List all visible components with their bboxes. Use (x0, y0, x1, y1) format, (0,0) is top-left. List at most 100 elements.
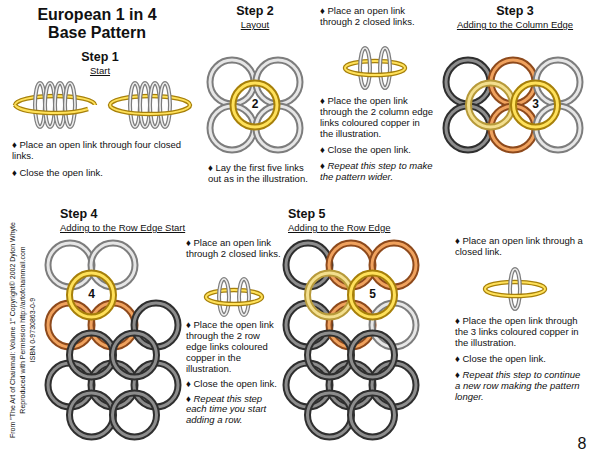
callout-number: 2 (243, 98, 267, 112)
dark-ring (351, 393, 395, 437)
step-subtitle: Adding to the Column Edge (440, 20, 590, 31)
copper-ring (329, 243, 373, 287)
instruction-text: ♦ Place the open link through the 2 row … (186, 320, 282, 375)
silver-link (65, 83, 75, 127)
instruction-text: ♦ Close the open link. (320, 145, 435, 156)
copper-ring (329, 303, 373, 347)
step5-figure (286, 243, 416, 437)
dark-ring (134, 303, 178, 347)
gold-link-front (15, 105, 88, 113)
gold-link-front (485, 289, 545, 296)
dark-ring (308, 393, 352, 437)
gold-link-back (206, 290, 262, 297)
gold-link-back (485, 282, 545, 289)
silver-link (160, 83, 170, 127)
silver-link (160, 83, 170, 127)
gold-link-front (345, 68, 405, 75)
pale-gold-ring (308, 273, 352, 317)
silver-link (380, 48, 390, 88)
gold-link-front (345, 68, 405, 75)
step2-figure (210, 60, 300, 150)
step-heading: Step 2 (205, 4, 305, 18)
copyright-note: From "The Art of Chainmail: Volume 1" Co… (9, 205, 17, 455)
dark-ring (372, 363, 416, 407)
step-heading: Step 3 (440, 4, 590, 18)
dark-ring (329, 363, 373, 407)
callout-number: 4 (80, 288, 104, 302)
pattern-title: European 1 in 4 Base Pattern (22, 6, 172, 43)
instruction-text: ♦ Close the open link. (12, 168, 192, 179)
dark-ring (286, 243, 330, 287)
copper-ring (372, 243, 416, 287)
silver-link (219, 279, 229, 315)
instruction-text: ♦ Place the open link through the 3 link… (455, 316, 583, 349)
silver-ring (48, 243, 92, 287)
silver-link (65, 83, 75, 127)
open-link-one-figure (485, 269, 545, 309)
dark-ring (286, 303, 330, 347)
copper-ring (91, 303, 135, 347)
silver-ring (372, 303, 416, 347)
copper-ring (48, 303, 92, 347)
silver-link (510, 269, 520, 309)
silver-link (239, 279, 249, 315)
gold-link-front (15, 105, 88, 113)
dark-ring (91, 363, 135, 407)
callout-number: 5 (361, 288, 385, 302)
gold-link-front (206, 297, 262, 304)
dark-ring (70, 393, 114, 437)
step1-closed-figure (110, 83, 190, 127)
instruction-text: ♦ Repeat this step to continue a new row… (455, 370, 583, 403)
step-subtitle: Adding to the Row Edge Start (60, 223, 200, 234)
gold-ring (514, 83, 558, 127)
pale-gold-ring (469, 83, 513, 127)
step3-figure (446, 60, 580, 150)
gold-link-back (206, 290, 262, 297)
silver-link (239, 279, 249, 315)
instruction-text: ♦ Place an open link through four closed… (12, 140, 192, 162)
instruction-text: ♦ Lay the first five links out as in the… (208, 163, 308, 185)
gold-link-front (206, 297, 262, 304)
step-heading: Step 5 (288, 207, 428, 221)
step-subtitle: Start (40, 66, 160, 77)
dark-ring (351, 333, 395, 377)
gold-link-front (485, 289, 545, 296)
step1-open-figure (15, 83, 95, 127)
instruction-text: ♦ Close the open link. (455, 354, 583, 365)
copyright-note: ISBN 0-9730863-0-9 (29, 205, 37, 455)
silver-ring (91, 243, 135, 287)
silver-link (360, 48, 370, 88)
dark-ring (308, 333, 352, 377)
dark-ring (113, 393, 157, 437)
copyright-note: Reproduced with Permission http://artofc… (19, 205, 27, 455)
gold-link-back (345, 61, 405, 68)
gold-link-front (110, 105, 190, 114)
step-subtitle: Adding to the Row Edge (288, 223, 428, 234)
dark-ring (48, 363, 92, 407)
step4-figure (48, 243, 178, 437)
instruction-text: ♦ Repeat this step to make the pattern w… (320, 161, 435, 183)
gold-ring (233, 83, 277, 127)
instruction-text: ♦ Place the open link through the 2 colu… (320, 96, 435, 140)
instruction-text: ♦ Place an open link through 2 closed li… (186, 238, 282, 260)
dark-ring (286, 363, 330, 407)
gold-link-back (345, 61, 405, 68)
dark-ring (134, 363, 178, 407)
dark-ring (70, 333, 114, 377)
instruction-text: ♦ Close the open link. (186, 379, 282, 390)
step-heading: Step 4 (60, 207, 185, 221)
silver-link (219, 279, 229, 315)
gold-ring (351, 273, 395, 317)
dark-ring (113, 333, 157, 377)
silver-link (360, 48, 370, 88)
instruction-text: ♦ Place an open link through a closed li… (455, 236, 583, 258)
instruction-text: ♦ Place an open link through 2 closed li… (320, 6, 435, 28)
step-heading: Step 1 (40, 50, 160, 64)
open-link-two-figure (345, 48, 405, 88)
open-link-two-figure (206, 279, 262, 315)
gold-link-front (110, 105, 190, 114)
gold-link-back (485, 282, 545, 289)
callout-number: 3 (524, 98, 548, 112)
gold-ring (70, 273, 114, 317)
